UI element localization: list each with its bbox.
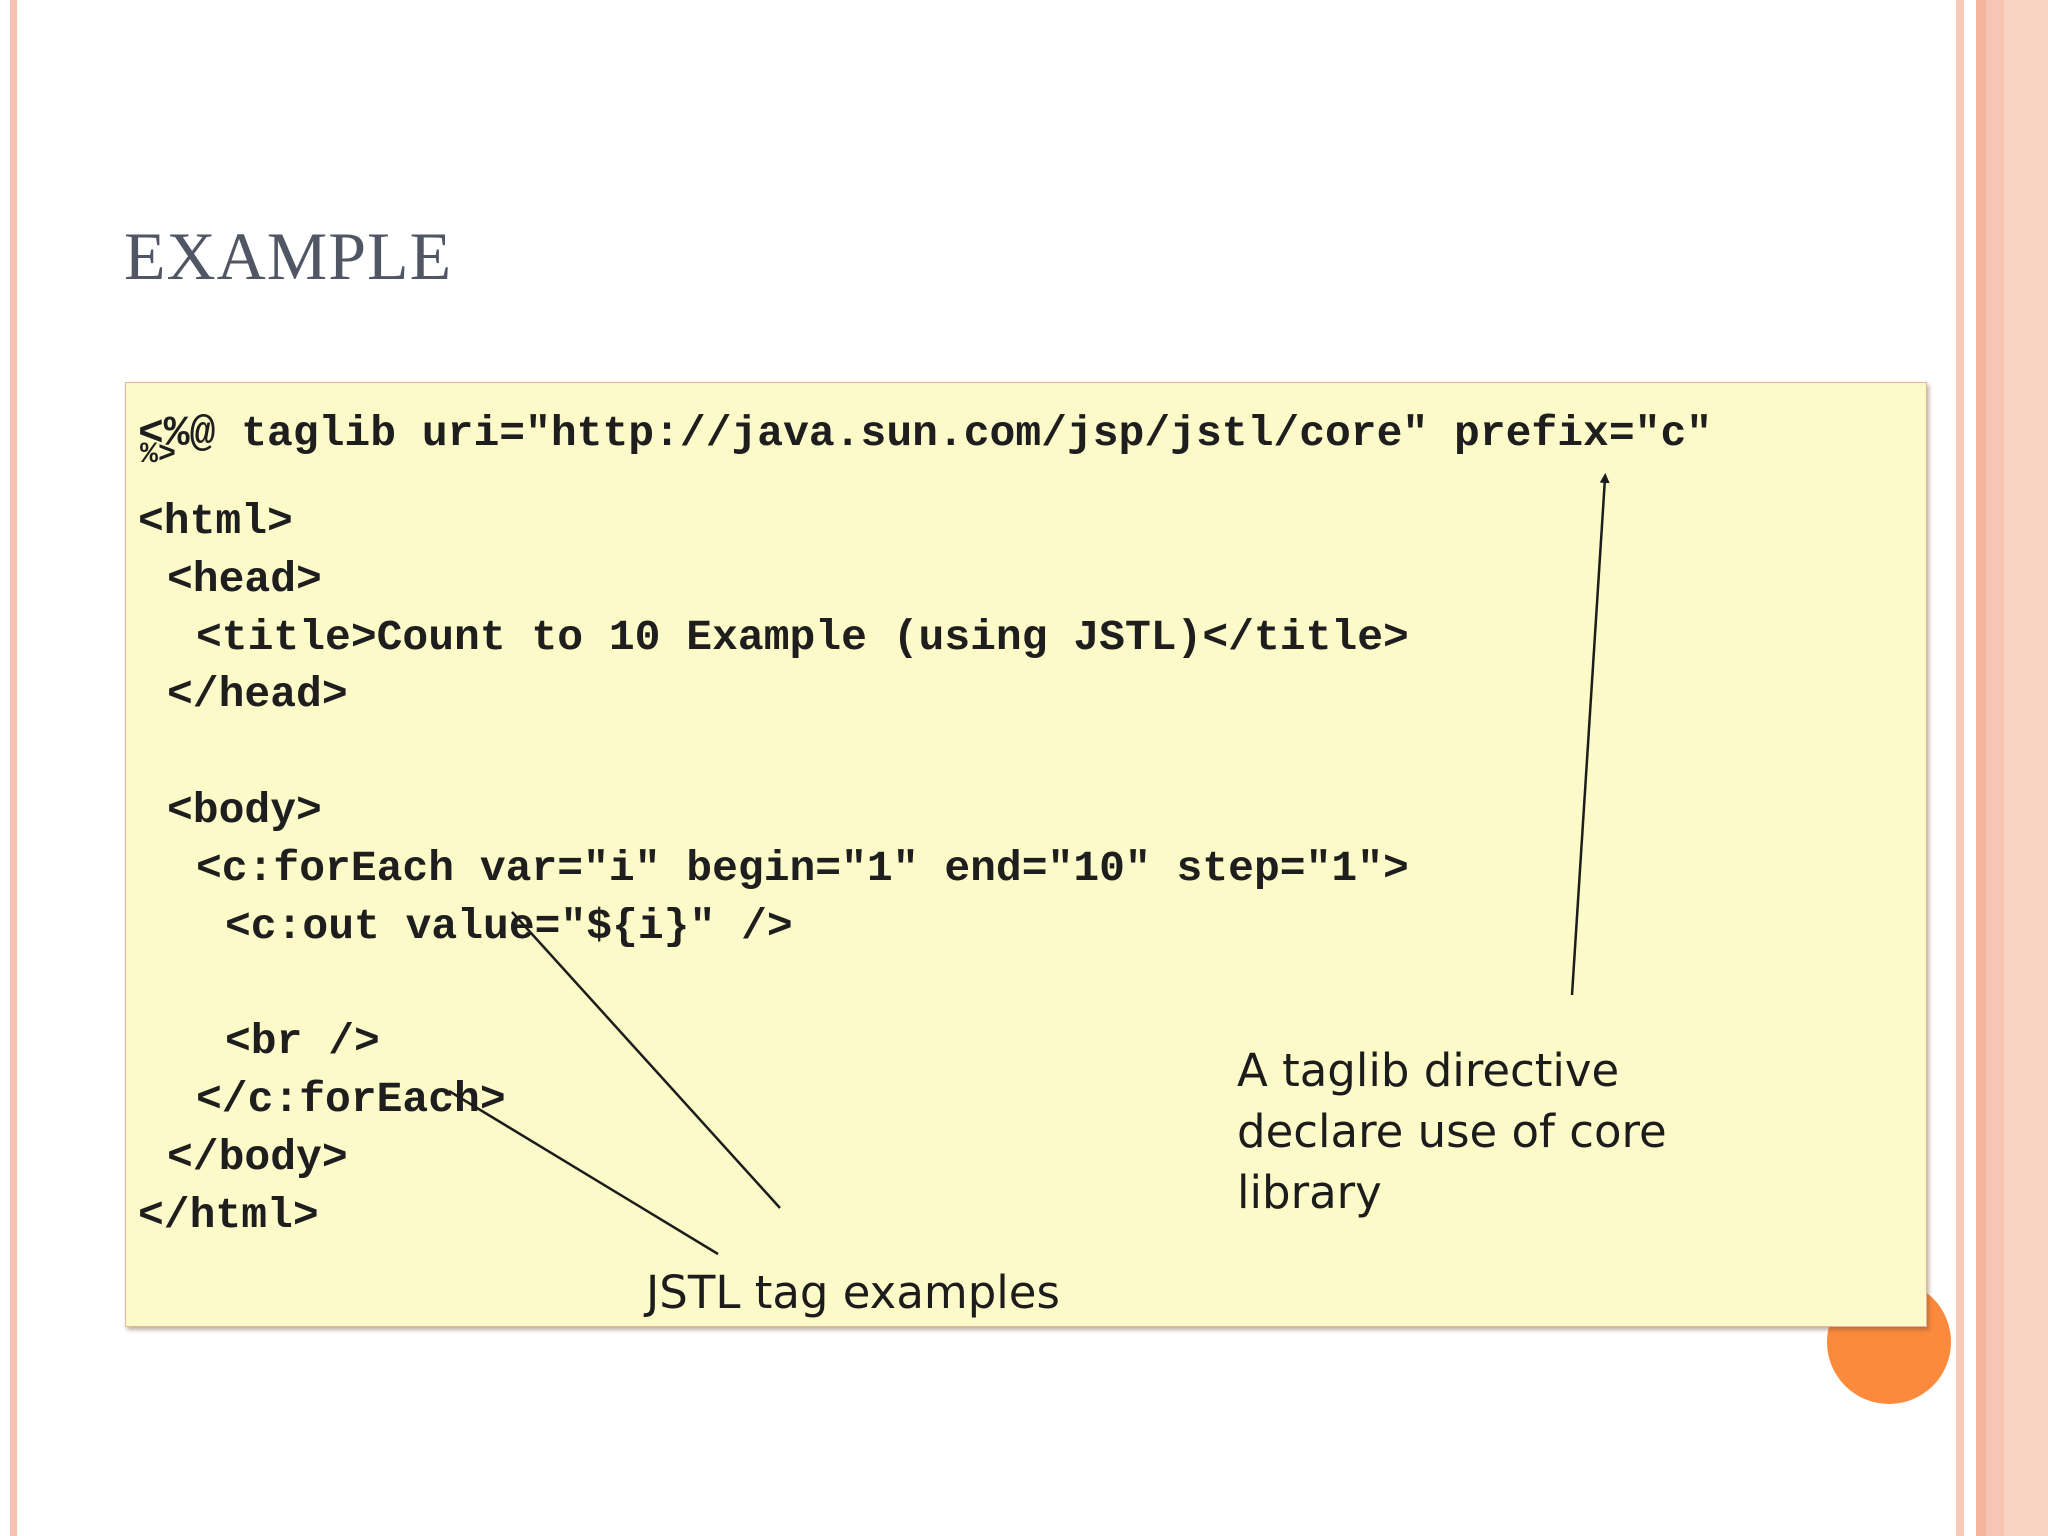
right-border-stripe bbox=[1976, 0, 1986, 1536]
right-border-stripe bbox=[1986, 0, 2004, 1536]
code-line-foreach-end: </c:forEach> bbox=[196, 1075, 506, 1124]
code-line: <br /> bbox=[225, 1017, 380, 1066]
right-border-stripe bbox=[2004, 0, 2048, 1536]
code-line: <head> bbox=[167, 555, 322, 604]
slide-title: EXAMPLE bbox=[124, 218, 453, 294]
code-line-taglib-directive: <%@ taglib uri="http://java.sun.com/jsp/… bbox=[138, 409, 1713, 458]
code-line: <title>Count to 10 Example (using JSTL)<… bbox=[196, 613, 1409, 662]
code-line: <html> bbox=[138, 497, 293, 546]
code-example-panel bbox=[125, 382, 1927, 1327]
right-border-stripe bbox=[1956, 0, 1964, 1536]
code-line: </head> bbox=[167, 670, 348, 719]
code-line: </body> bbox=[167, 1133, 348, 1182]
code-line-cout: <c:out value="${i}" /> bbox=[225, 902, 793, 951]
code-directive-close: %> bbox=[140, 438, 177, 472]
code-line: <body> bbox=[167, 786, 322, 835]
code-line: </html> bbox=[138, 1191, 319, 1240]
taglib-callout-label: A taglib directive declare use of core l… bbox=[1237, 1044, 1667, 1219]
left-border-stripe bbox=[10, 0, 17, 1536]
code-line-foreach: <c:forEach var="i" begin="1" end="10" st… bbox=[196, 844, 1409, 893]
jstl-callout-label: JSTL tag examples bbox=[646, 1266, 1060, 1319]
